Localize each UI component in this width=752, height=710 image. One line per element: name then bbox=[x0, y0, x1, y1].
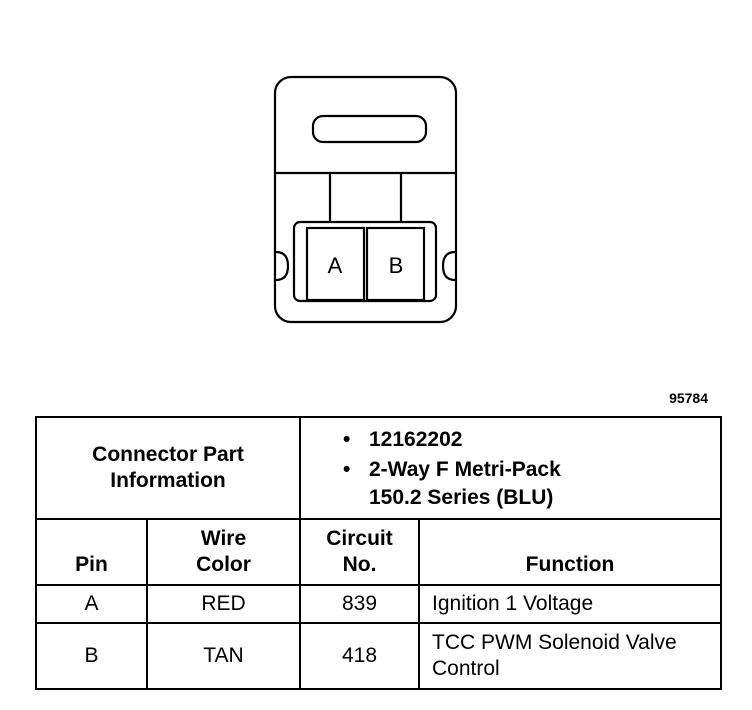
pin-label-a: A bbox=[328, 253, 343, 278]
col-header-wire-color: Wire Color bbox=[146, 518, 301, 586]
row-a-function: Ignition 1 Voltage bbox=[418, 584, 722, 624]
pin-label-b: B bbox=[389, 253, 404, 278]
part-number: 12162202 bbox=[343, 426, 720, 454]
figure-id: 95784 bbox=[669, 390, 708, 406]
col-header-wire-color-text: Wire Color bbox=[196, 527, 251, 576]
part-info-cell: 12162202 2-Way F Metri-Pack 150.2 Series… bbox=[299, 416, 722, 520]
row-a-circuit: 839 bbox=[299, 584, 420, 624]
connector-diagram: A B bbox=[273, 75, 458, 324]
part-info-list: 12162202 2-Way F Metri-Pack 150.2 Series… bbox=[343, 426, 720, 512]
col-header-function: Function bbox=[418, 518, 722, 586]
row-b-pin: B bbox=[35, 622, 148, 690]
part-info-label: Connector Part Information bbox=[35, 416, 301, 520]
col-header-pin: Pin bbox=[35, 518, 148, 586]
row-a-wire-color: RED bbox=[146, 584, 301, 624]
col-header-circuit-no: Circuit No. bbox=[299, 518, 420, 586]
connector-body bbox=[273, 75, 458, 324]
row-b-wire-color: TAN bbox=[146, 622, 301, 690]
lock-tab-slot bbox=[311, 114, 428, 144]
table-row: A RED 839 Ignition 1 Voltage bbox=[35, 584, 722, 624]
col-header-circuit-no-text: Circuit No. bbox=[326, 527, 393, 576]
notch-left bbox=[275, 250, 290, 282]
pin-cavity-b bbox=[365, 226, 426, 302]
pin-cavity-a bbox=[305, 226, 366, 302]
row-a-pin: A bbox=[35, 584, 148, 624]
notch-right bbox=[441, 250, 456, 282]
part-info-label-text: Connector Part Information bbox=[92, 443, 244, 492]
row-b-function-text: TCC PWM Solenoid Valve Control bbox=[432, 631, 677, 680]
connector-type: 2-Way F Metri-Pack 150.2 Series (BLU) bbox=[343, 456, 609, 512]
connector-pinout-table: Connector Part Information 12162202 2-Wa… bbox=[35, 416, 722, 690]
row-b-function: TCC PWM Solenoid Valve Control bbox=[418, 622, 722, 690]
table-row: B TAN 418 TCC PWM Solenoid Valve Control bbox=[35, 622, 722, 690]
row-b-circuit: 418 bbox=[299, 622, 420, 690]
